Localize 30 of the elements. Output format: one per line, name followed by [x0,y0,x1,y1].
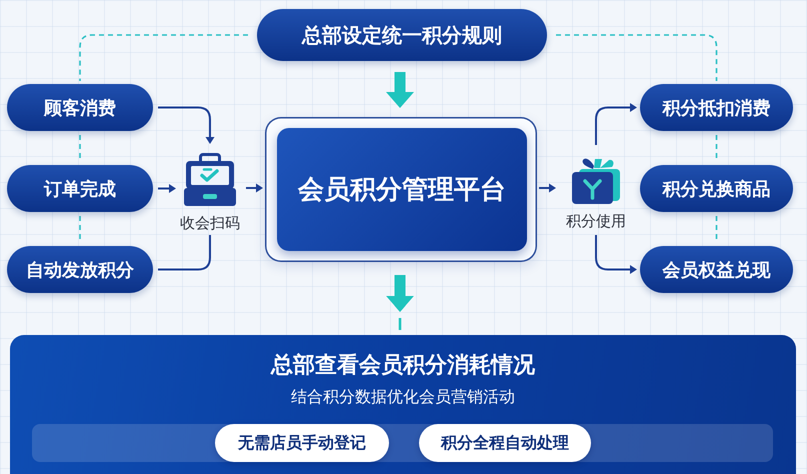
platform-frame [265,117,537,262]
panel-title: 总部查看会员积分消耗情况 [271,353,535,379]
dashed-line [79,135,81,161]
summary-panel [10,335,796,474]
process-pill: 自动发放积分 [7,246,153,293]
dashed-line [79,216,81,242]
process-pill: 积分抵扣消费 [640,84,793,131]
process-pill: 积分兑换商品 [640,165,793,212]
dashed-line [716,135,718,161]
dashed-line [716,216,718,242]
arrow [158,184,176,193]
process-pill: 会员权益兑现 [640,246,793,293]
icon-caption: 积分使用 [566,212,626,230]
platform-box: 会员积分管理平台 [277,128,527,251]
arrow [158,106,214,144]
block-arrow [386,72,414,108]
arrow [539,184,556,192]
process-pill: 订单完成 [7,165,153,212]
arrow [595,235,637,274]
arrow [246,184,263,192]
feature-pill: 积分全程自动处理 [419,424,591,462]
connector-line [158,235,211,270]
dashed-line [79,34,248,81]
panel-subtitle: 结合积分数据优化会员营销活动 [291,387,515,407]
feature-pill: 无需店员手动登记 [215,424,389,462]
icon-caption: 收会扫码 [180,214,240,232]
block-arrow [386,275,414,330]
dashed-line [556,34,718,81]
process-pill: 总部设定统一积分规则 [257,9,547,61]
process-pill: 顾客消费 [7,84,153,131]
